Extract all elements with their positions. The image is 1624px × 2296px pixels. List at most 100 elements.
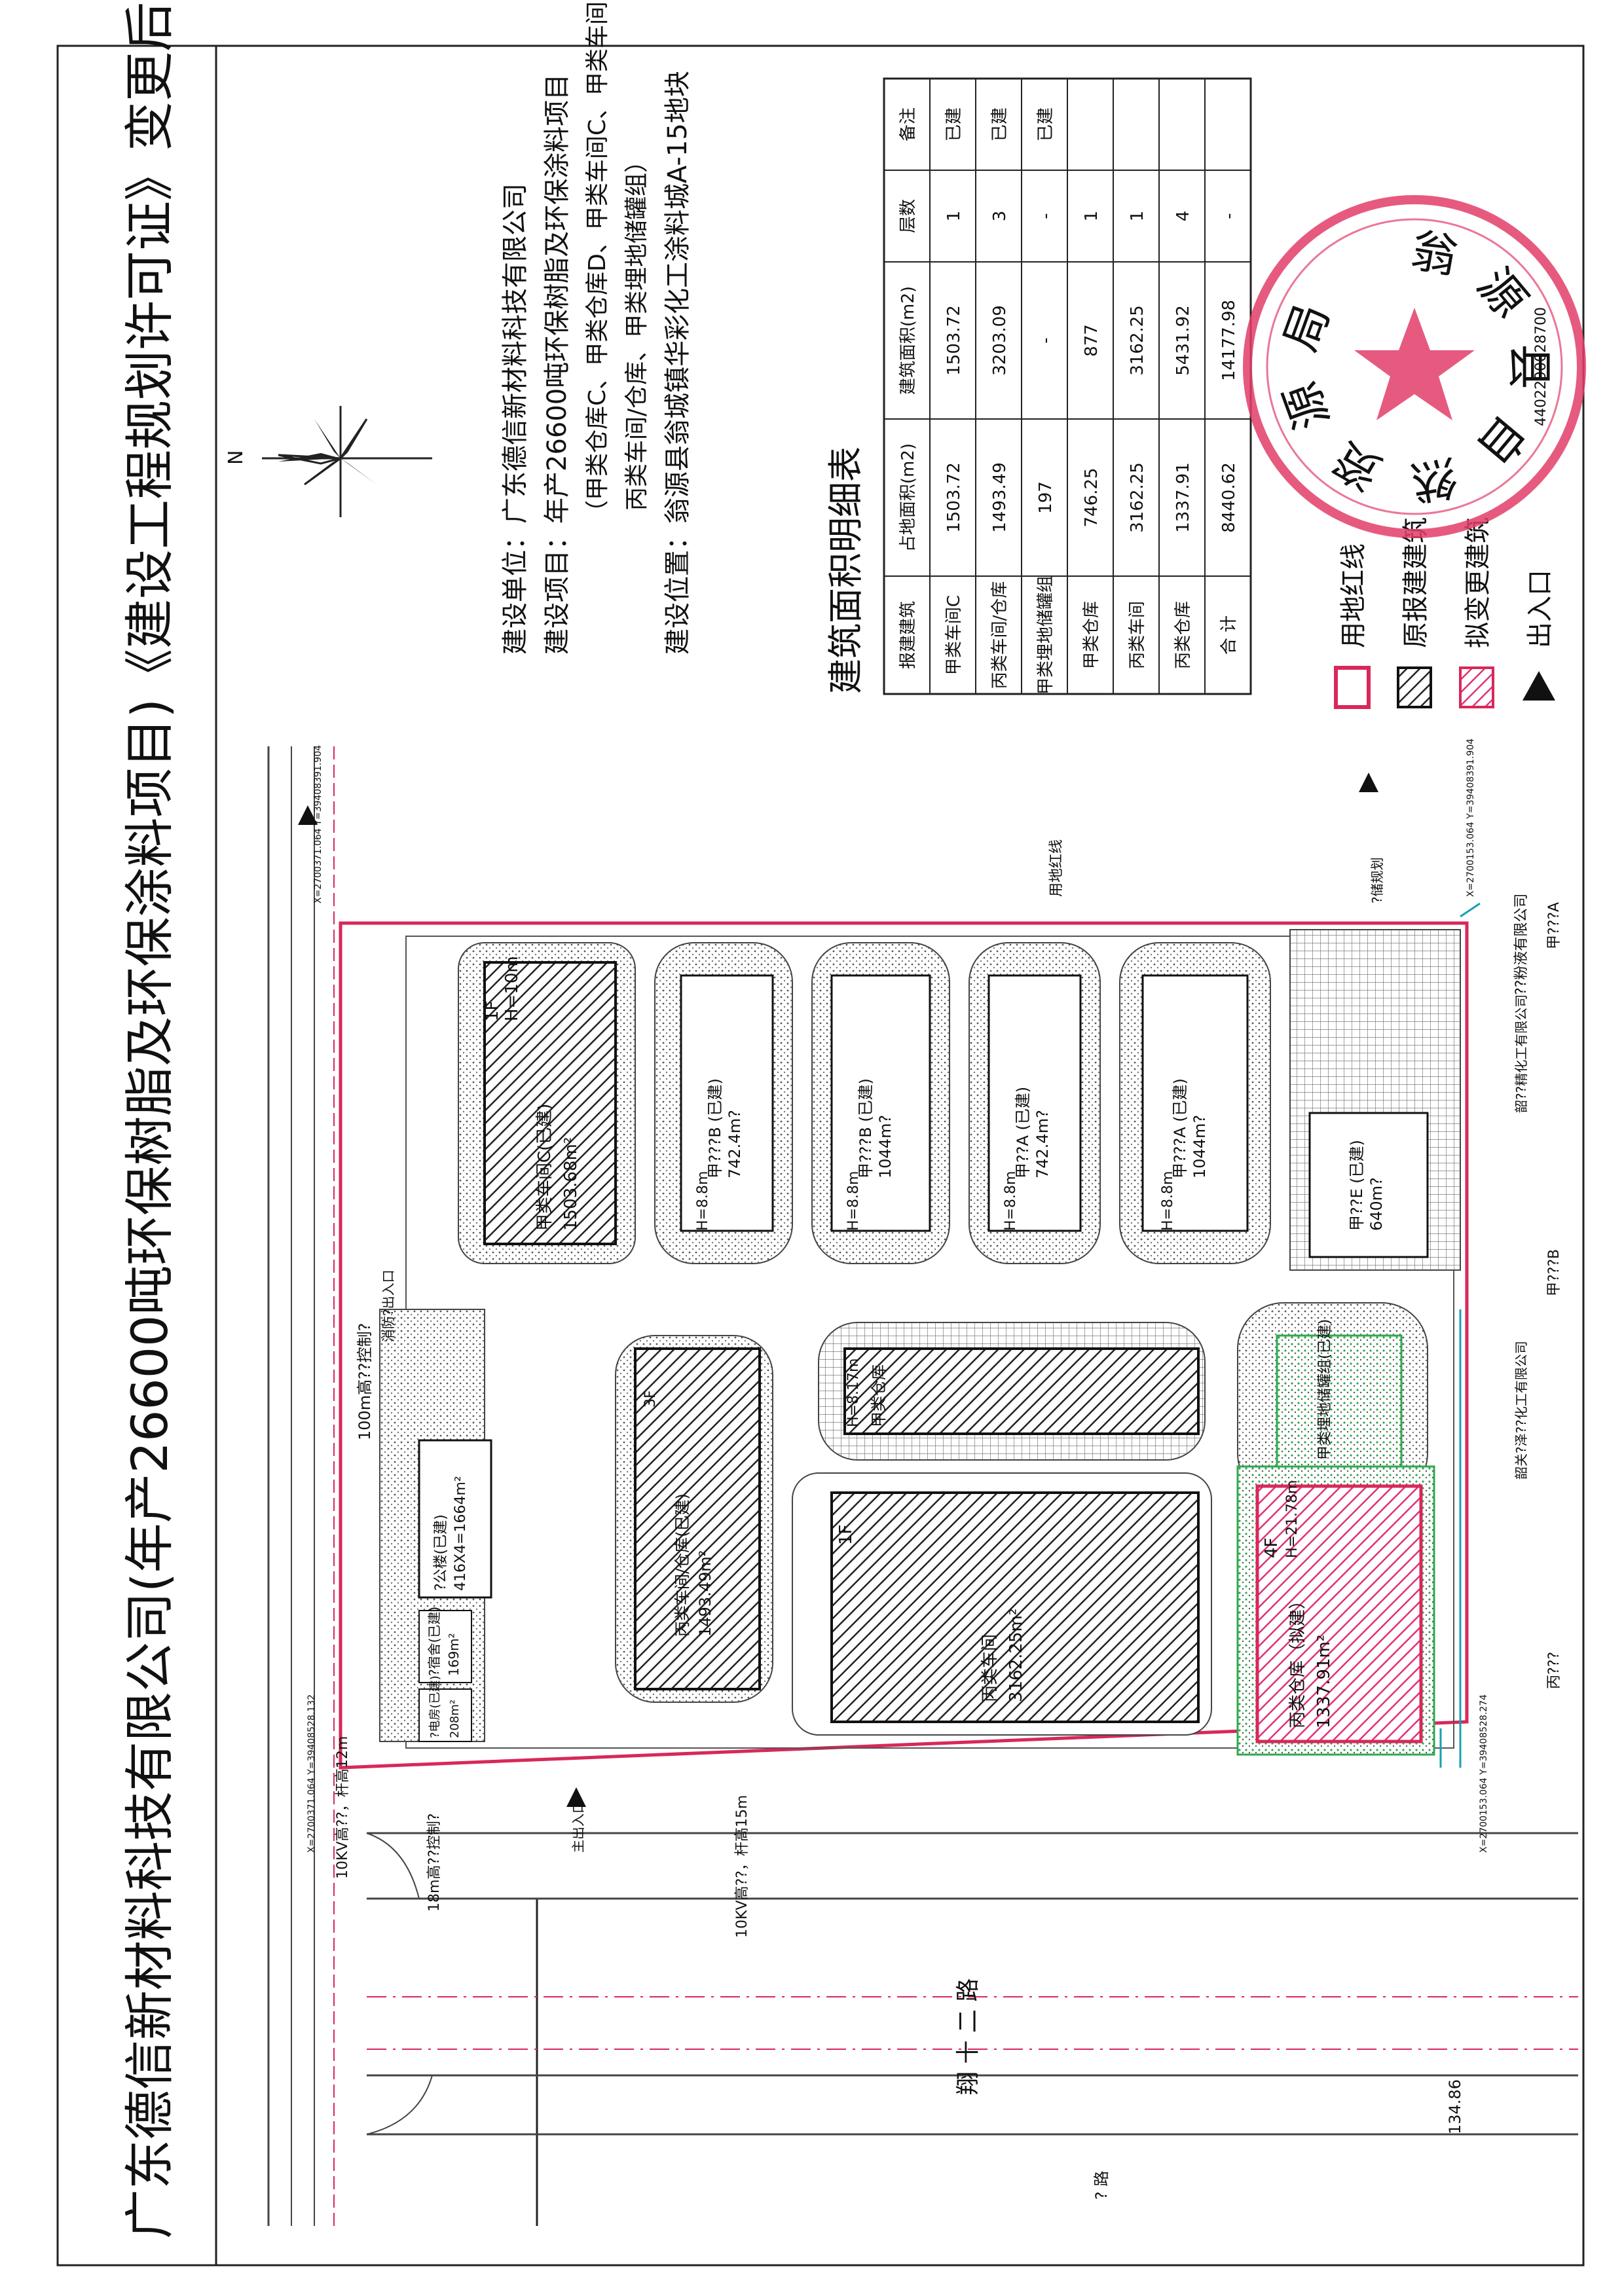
north-arrow-icon: N bbox=[225, 406, 432, 517]
svg-text:?宿舍(已建): ?宿舍(已建) bbox=[426, 1607, 442, 1676]
svg-text:? 路: ? 路 bbox=[1092, 2171, 1111, 2200]
info-block: 建设单位：广东德信新材料科技有限公司 建设项目：年产26600吨环保树脂及环保涂… bbox=[500, 0, 693, 655]
project-detail-2: 丙类车间/仓库、甲类埋地储罐组） bbox=[623, 149, 650, 511]
svg-text:1493.49m²: 1493.49m² bbox=[696, 1550, 714, 1637]
jia-c-area: 1503.68m² bbox=[561, 1137, 581, 1231]
table-cell: 已建 bbox=[990, 107, 1010, 141]
svg-text:100m高??控制?: 100m高??控制? bbox=[356, 1323, 374, 1440]
building-jia-b bbox=[680, 974, 774, 1232]
svg-text:1337.91m²: 1337.91m² bbox=[1314, 1635, 1334, 1728]
triangle-legend-icon bbox=[1522, 671, 1555, 701]
table-header-cell: 备注 bbox=[898, 107, 918, 141]
jia-c-floors: 1F bbox=[483, 1001, 502, 1022]
svg-text:用地红线: 用地红线 bbox=[1048, 839, 1065, 897]
svg-text:3162.25m²: 3162.25m² bbox=[1006, 1609, 1026, 1702]
location-value: 翁源县翁城镇华彩化工涂料城A-15地块 bbox=[663, 71, 693, 524]
legend-label: 出入口 bbox=[1525, 570, 1555, 648]
stamp-char: 源 bbox=[1274, 375, 1340, 437]
table-header-cell: 层数 bbox=[898, 199, 918, 233]
jia-row: 甲???B (已建) 742.4m? H=8.8m 甲???B (已建) 104… bbox=[654, 942, 1271, 1264]
svg-text:H=8.8m: H=8.8m bbox=[695, 1171, 711, 1231]
legend-label: 用地红线 bbox=[1338, 543, 1369, 648]
building-tank bbox=[1276, 1334, 1403, 1468]
svg-text:X=2700153.064 Y=39408528.274: X=2700153.064 Y=39408528.274 bbox=[1479, 1694, 1489, 1853]
table-cell: 197 bbox=[1036, 481, 1056, 514]
svg-text:甲???B (已建): 甲???B (已建) bbox=[706, 1078, 724, 1178]
svg-text:3F: 3F bbox=[642, 1390, 659, 1408]
svg-text:甲类仓库: 甲类仓库 bbox=[870, 1364, 888, 1427]
table-cell: 3162.25 bbox=[1128, 305, 1147, 376]
table-cell: 丙类车间 bbox=[1128, 601, 1147, 669]
outer-frame bbox=[56, 45, 1585, 2267]
svg-text:丙类车间/仓库(已建): 丙类车间/仓库(已建) bbox=[673, 1493, 692, 1637]
pinkhatch-legend-icon bbox=[1459, 666, 1494, 708]
road-elevation: 134.86 bbox=[1446, 2079, 1464, 2134]
unit-value: 广东德信新材料科技有限公司 bbox=[500, 183, 530, 524]
building-dorm bbox=[418, 1610, 472, 1683]
svg-text:X=2700371.064 Y=39408391.904: X=2700371.064 Y=39408391.904 bbox=[313, 745, 323, 903]
building-canteen bbox=[418, 1688, 472, 1742]
svg-text:X=2700371.064 Y=39408528.132: X=2700371.064 Y=39408528.132 bbox=[306, 1694, 317, 1853]
svg-text:消防?出入口: 消防?出入口 bbox=[380, 1269, 396, 1342]
table-cell: - bbox=[1219, 213, 1239, 219]
stamp-star-icon bbox=[1354, 308, 1475, 420]
page-title: 广东德信新材料科技有限公司(年产26600吨环保树脂及环保涂料项目)《建设工程规… bbox=[120, 0, 179, 2239]
table-cell: 1 bbox=[1082, 211, 1101, 222]
table-cell: - bbox=[1036, 337, 1056, 343]
table-cell: 已建 bbox=[944, 107, 964, 141]
jia-c-label: 甲类车间C(已建) bbox=[535, 1104, 555, 1231]
table-cell: 已建 bbox=[1036, 107, 1056, 141]
svg-text:韶??精化工有限公司: 韶??精化工有限公司 bbox=[1513, 994, 1529, 1113]
table-cell: 5431.92 bbox=[1173, 305, 1193, 376]
table-cell: 1493.49 bbox=[990, 462, 1010, 533]
svg-text:H=8.8m: H=8.8m bbox=[1160, 1171, 1176, 1231]
svg-text:742.4m?: 742.4m? bbox=[726, 1110, 744, 1178]
unit-label: 建设单位： bbox=[500, 524, 530, 655]
table-cell: 3162.25 bbox=[1128, 462, 1147, 533]
table-cell: 877 bbox=[1082, 324, 1101, 357]
table-cell: 8440.62 bbox=[1219, 462, 1239, 533]
table-cell: 1337.91 bbox=[1173, 462, 1193, 533]
building-jia-a bbox=[987, 974, 1082, 1232]
svg-text:1044m?: 1044m? bbox=[876, 1115, 895, 1178]
building-jia-ck bbox=[843, 1347, 1200, 1435]
legend: 用地红线原报建建筑拟变更建筑出入口 bbox=[1334, 517, 1555, 709]
svg-text:4F: 4F bbox=[1262, 1538, 1282, 1559]
svg-text:169m²: 169m² bbox=[446, 1633, 462, 1676]
table-cell: 丙类仓库 bbox=[1173, 601, 1193, 669]
table-cell: 丙类车间/仓库 bbox=[990, 581, 1010, 689]
table-header-cell: 占地面积(m2) bbox=[898, 443, 918, 552]
svg-text:甲???A (已建): 甲???A (已建) bbox=[1171, 1078, 1189, 1178]
svg-text:?电房(已建): ?电房(已建) bbox=[428, 1675, 442, 1738]
svg-text:建设位置：翁源县翁城镇华彩化工涂料城A-15地块: 建设位置：翁源县翁城镇华彩化工涂料城A-15地块 bbox=[663, 71, 693, 655]
svg-text:H=21.78m: H=21.78m bbox=[1284, 1480, 1301, 1558]
table-title: 建筑面积明细表 bbox=[825, 446, 866, 694]
building-jia-e bbox=[1308, 1112, 1429, 1258]
table-cell: 1 bbox=[1128, 211, 1147, 222]
jia-c-height: H=10m bbox=[502, 956, 522, 1021]
svg-text:H=8.8m: H=8.8m bbox=[1003, 1171, 1019, 1231]
table-cell: 1503.72 bbox=[944, 305, 964, 376]
svg-text:1044m?: 1044m? bbox=[1190, 1115, 1209, 1178]
svg-text:甲???B (已建): 甲???B (已建) bbox=[857, 1078, 875, 1178]
table-cell: 合 计 bbox=[1219, 615, 1239, 655]
svg-text:208m²: 208m² bbox=[448, 1700, 462, 1738]
svg-text:10KV高??，杆高15m: 10KV高??，杆高15m bbox=[734, 1795, 750, 1938]
legend-item: 用地红线 bbox=[1334, 543, 1371, 709]
location-label: 建设位置： bbox=[663, 524, 693, 655]
svg-text:H=8.8m: H=8.8m bbox=[845, 1171, 862, 1231]
building-bing-cj-ck bbox=[634, 1347, 761, 1690]
project-detail-1: （甲类仓库C、甲类仓库D、甲类车间C、甲类车间D bbox=[584, 0, 611, 524]
stamp-char: 然 bbox=[1407, 449, 1462, 510]
legend-item: 原报建建筑 bbox=[1397, 517, 1432, 708]
table-cell: 甲类仓库 bbox=[1082, 601, 1101, 669]
svg-text:742.4m?: 742.4m? bbox=[1033, 1110, 1052, 1178]
building-jia-c bbox=[483, 961, 617, 1245]
table-cell: 14177.98 bbox=[1219, 300, 1239, 381]
table-cell: 1503.72 bbox=[944, 462, 964, 533]
legend-item: 出入口 bbox=[1522, 570, 1555, 701]
table-cell: 1 bbox=[944, 211, 964, 222]
building-bing-cj bbox=[830, 1491, 1200, 1723]
stamp-char: 翁 bbox=[1407, 223, 1462, 284]
